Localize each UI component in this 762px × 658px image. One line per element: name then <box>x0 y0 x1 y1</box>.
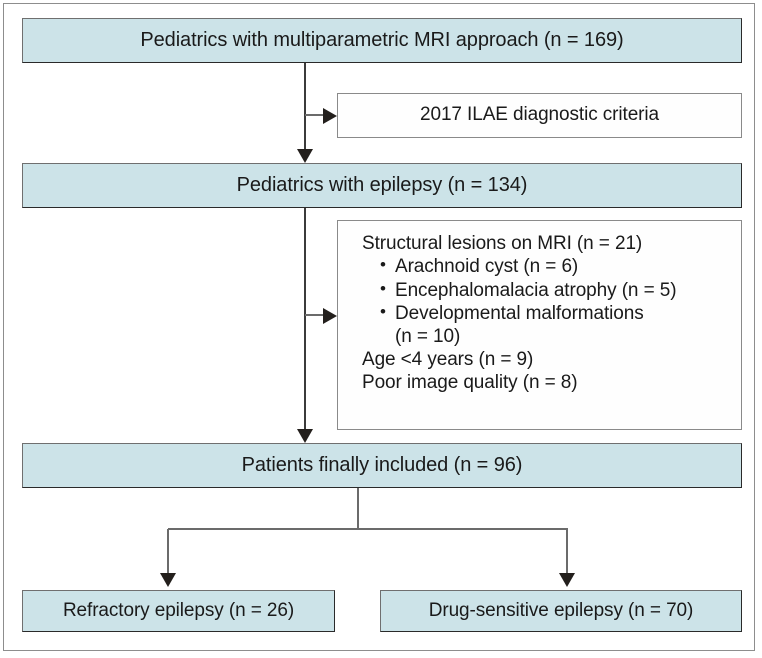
connector-screened-to-ilae-arrowhead <box>323 107 337 124</box>
node-refractory-epilepsy: Refractory epilepsy (n = 26) <box>22 590 335 632</box>
connector-split-to-sensitive-line <box>566 529 568 575</box>
bullet-icon: • <box>380 255 386 275</box>
list-item: • Encephalomalacia atrophy (n = 5) <box>380 278 741 302</box>
node-refractory-label: Refractory epilepsy (n = 26) <box>62 599 295 621</box>
exclusion-bullet-text: Developmental malformations <box>395 303 644 325</box>
node-pediatrics-with-epilepsy: Pediatrics with epilepsy (n = 134) <box>22 163 742 208</box>
connector-split-to-refractory-line <box>167 529 169 575</box>
bullet-icon: • <box>380 302 386 322</box>
connector-screened-to-epilepsy-arrowhead <box>297 149 313 163</box>
exclusion-bullet-text: Encephalomalacia atrophy (n = 5) <box>395 279 677 301</box>
connector-epilepsy-to-included-arrowhead <box>297 429 313 443</box>
connector-epilepsy-to-included-line <box>304 208 306 431</box>
connector-split-stem <box>357 488 359 530</box>
connector-epilepsy-to-excluded-arrowhead <box>323 307 337 324</box>
exclusion-bullet-continuation: (n = 10) <box>395 325 461 347</box>
connector-epilepsy-to-excluded-line <box>305 314 325 316</box>
list-item: • Arachnoid cyst (n = 6) <box>380 255 741 278</box>
connector-split-to-refractory-arrowhead <box>160 573 176 587</box>
exclusion-extra-line: Age <4 years (n = 9) <box>362 349 534 371</box>
bullet-icon: • <box>380 278 386 298</box>
connector-split-crossbar <box>168 528 568 530</box>
exclusion-extra-line: Poor image quality (n = 8) <box>362 372 578 394</box>
node-drug-sensitive-epilepsy: Drug-sensitive epilepsy (n = 70) <box>380 590 742 632</box>
connector-screened-to-epilepsy-line <box>304 63 306 151</box>
node-screened-label: Pediatrics with multiparametric MRI appr… <box>140 28 624 51</box>
node-ilae-label: 2017 ILAE diagnostic criteria <box>420 104 659 126</box>
exclusion-bullet-text: Arachnoid cyst (n = 6) <box>395 256 579 278</box>
node-exclusion-criteria: Structural lesions on MRI (n = 21) • Ara… <box>337 220 742 430</box>
list-item: • Developmental malformations (n = 10) <box>380 302 741 348</box>
node-epilepsy-label: Pediatrics with epilepsy (n = 134) <box>236 173 528 196</box>
node-patients-finally-included: Patients finally included (n = 96) <box>22 443 742 488</box>
exclusion-bullet-list: • Arachnoid cyst (n = 6) • Encephalomala… <box>362 255 741 348</box>
node-sensitive-label: Drug-sensitive epilepsy (n = 70) <box>428 599 694 621</box>
connector-screened-to-ilae-line <box>305 114 325 116</box>
node-screened-population: Pediatrics with multiparametric MRI appr… <box>22 18 742 63</box>
exclusion-body: Structural lesions on MRI (n = 21) • Ara… <box>362 233 741 396</box>
exclusion-heading: Structural lesions on MRI (n = 21) <box>362 233 643 254</box>
node-included-label: Patients finally included (n = 96) <box>241 453 523 476</box>
connector-split-to-sensitive-arrowhead <box>559 573 575 587</box>
node-ilae-criteria: 2017 ILAE diagnostic criteria <box>337 93 742 138</box>
